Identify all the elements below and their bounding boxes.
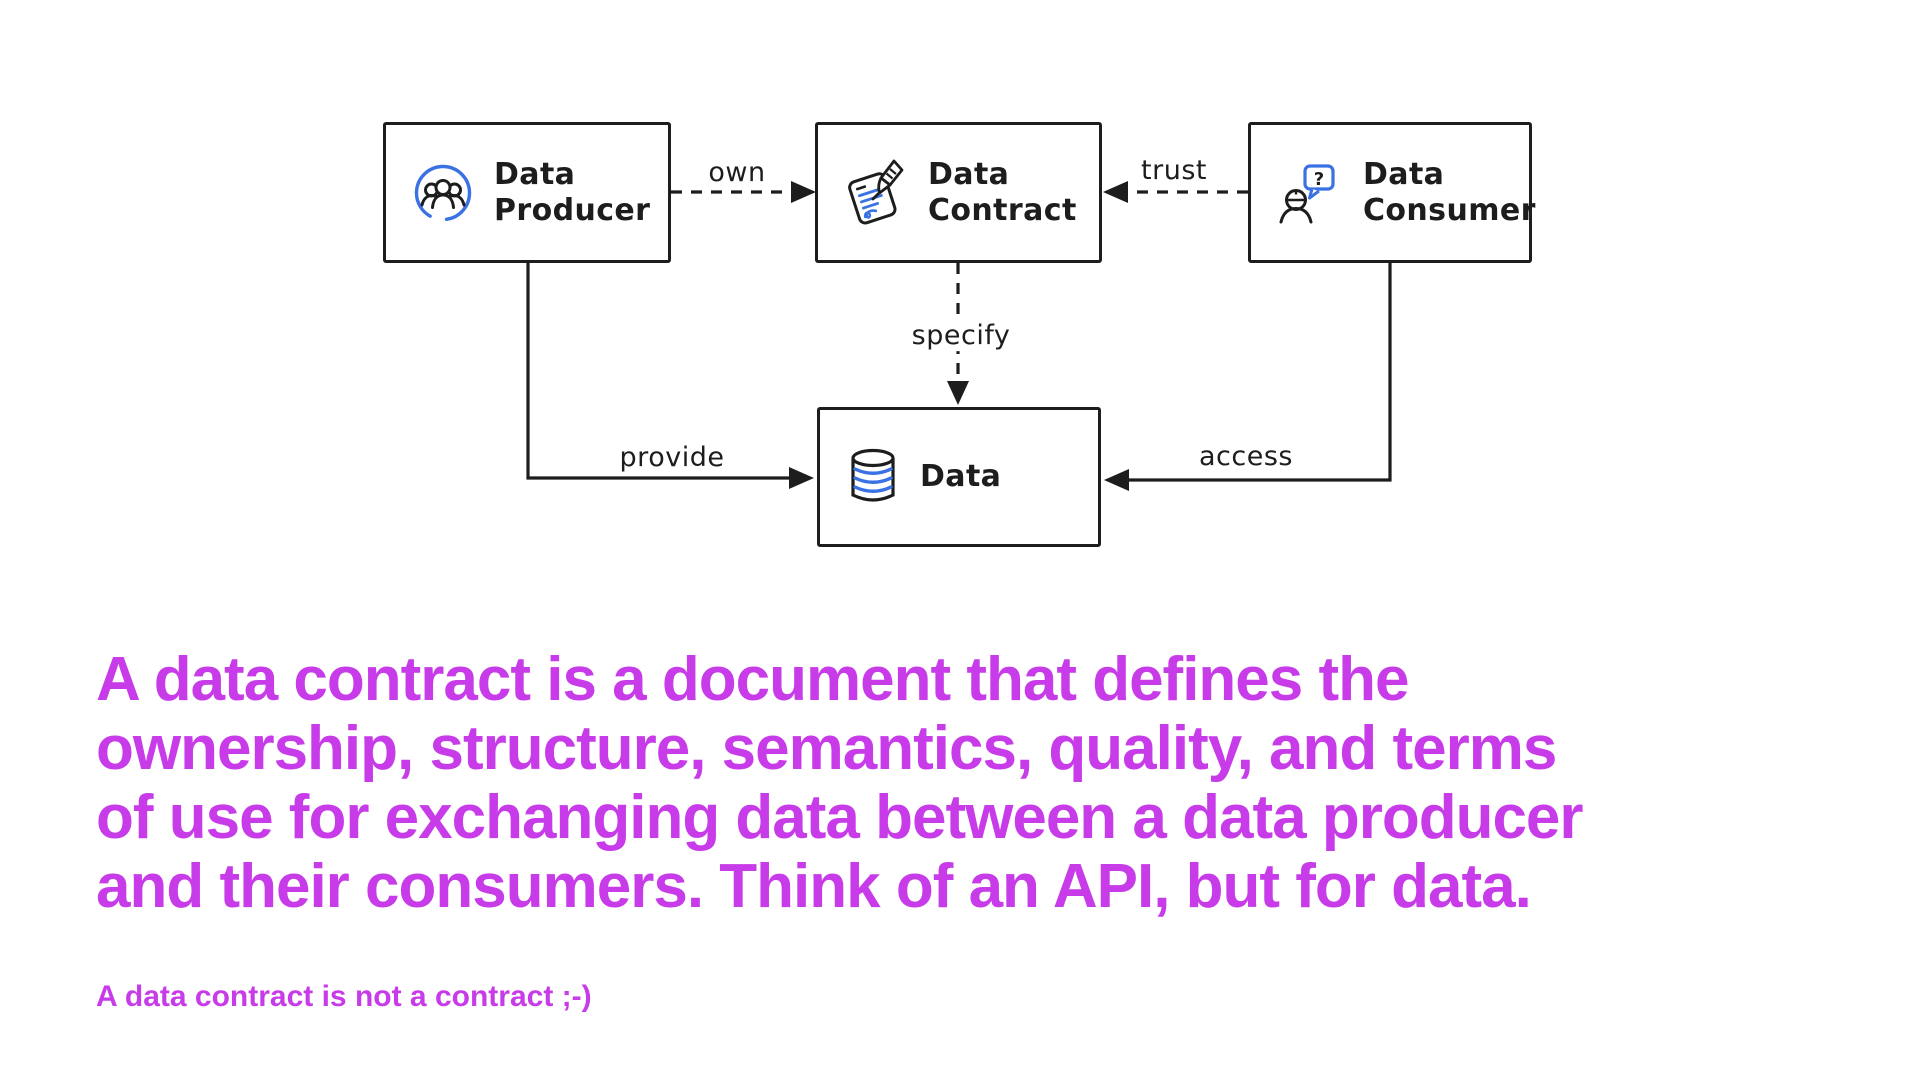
- access-arrowhead: [1104, 469, 1129, 491]
- node-label-data: Data: [920, 459, 1002, 495]
- node-data-contract: Data Contract: [815, 122, 1102, 263]
- contract-signing-icon: [848, 159, 904, 224]
- provide-arrow-line: [526, 263, 791, 480]
- provide-arrowhead: [789, 467, 814, 489]
- own-arrowhead: [791, 181, 816, 203]
- database-icon: [851, 448, 895, 502]
- node-data: Data: [817, 407, 1101, 547]
- node-label-data-producer: Data Producer: [494, 157, 651, 228]
- node-label-data-contract: Data Contract: [928, 157, 1077, 228]
- users-icon: [414, 164, 472, 221]
- footnote-disclaimer: A data contract is not a contract ;-): [96, 980, 592, 1013]
- specify-arrowhead: [947, 381, 969, 405]
- node-data-producer: Data Producer: [383, 122, 671, 263]
- person-question-icon: ?: [1279, 163, 1335, 223]
- question-mark-glyph: ?: [1314, 169, 1324, 190]
- edge-label-trust: trust: [1133, 156, 1215, 186]
- edge-label-provide: provide: [611, 443, 733, 473]
- trust-arrowhead: [1103, 181, 1128, 203]
- node-data-consumer: ? Data Consumer: [1248, 122, 1535, 263]
- edge-label-specify: specify: [903, 321, 1019, 351]
- edge-label-own: own: [700, 158, 774, 188]
- caption-definition: A data contract is a document that defin…: [96, 645, 1584, 921]
- edge-label-access: access: [1191, 442, 1301, 472]
- node-label-data-consumer: Data Consumer: [1363, 157, 1536, 228]
- access-arrow-line: [1127, 263, 1392, 482]
